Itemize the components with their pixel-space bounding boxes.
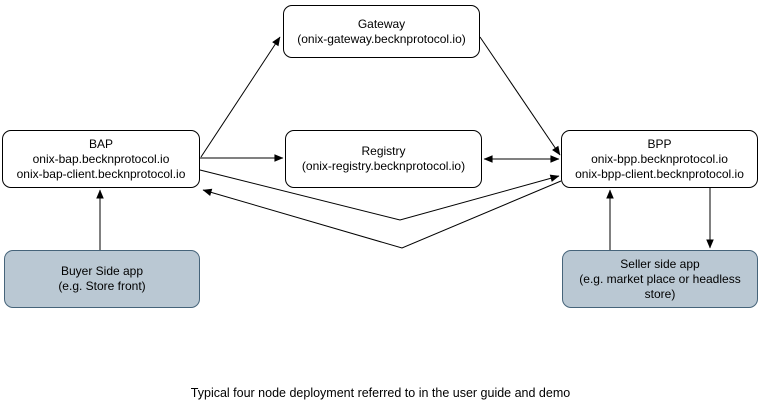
buyer-app-subtitle: (e.g. Store front)	[58, 279, 146, 293]
registry-node: Registry (onix-registry.becknprotocol.io…	[285, 130, 482, 188]
bpp-title: BPP	[647, 136, 672, 151]
edge-gateway-to-bpp	[479, 36, 561, 156]
bap-domain: onix-bap.becknprotocol.io	[32, 151, 170, 166]
edge-bap-to-gateway	[200, 36, 281, 158]
bap-node: BAP onix-bap.becknprotocol.io onix-bap-c…	[2, 130, 200, 188]
gateway-node: Gateway (onix-gateway.becknprotocol.io)	[283, 5, 480, 58]
bpp-domain: onix-bpp.becknprotocol.io	[591, 151, 728, 166]
seller-app-subtitle: (e.g. market place or headless store)	[579, 271, 741, 301]
bap-title: BAP	[88, 136, 113, 151]
bap-client-domain: onix-bap-client.becknprotocol.io	[16, 166, 186, 181]
registry-title: Registry	[361, 144, 406, 158]
registry-domain: (onix-registry.becknprotocol.io)	[301, 159, 466, 173]
gateway-domain: (onix-gateway.becknprotocol.io)	[297, 31, 466, 46]
gateway-title: Gateway	[357, 16, 406, 31]
seller-app-node: Seller side app (e.g. market place or he…	[562, 250, 758, 308]
seller-app-title: Seller side app	[620, 256, 700, 271]
edge-bpp-to-bap	[202, 180, 562, 249]
diagram-caption: Typical four node deployment referred to…	[190, 386, 571, 400]
buyer-app-node: Buyer Side app (e.g. Store front)	[4, 250, 200, 308]
buyer-app-title: Buyer Side app	[60, 264, 144, 278]
bpp-client-domain: onix-bpp-client.becknprotocol.io	[575, 166, 744, 181]
bpp-node: BPP onix-bpp.becknprotocol.io onix-bpp-c…	[561, 130, 758, 188]
